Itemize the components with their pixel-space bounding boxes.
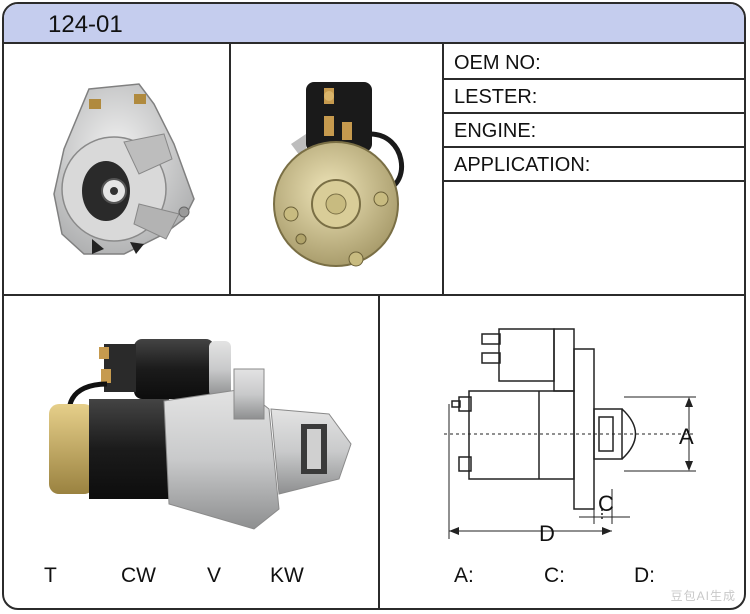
rotation-t-label: T (44, 564, 57, 587)
rotation-cw-label: CW (121, 564, 156, 587)
oem-no-label: OEM NO: (454, 52, 541, 74)
engine-label: ENGINE: (454, 120, 537, 142)
divider-top-left (229, 44, 231, 296)
divider-middle (4, 294, 744, 296)
dim-a-label: A: (454, 564, 474, 587)
dim-c-label: C: (544, 564, 565, 587)
spec-row-engine: ENGINE: (444, 114, 744, 148)
dim-a-marker: A (679, 424, 694, 449)
rotation-kw-label: KW (270, 564, 304, 587)
starter-front-view-image (53, 83, 195, 255)
dim-c-marker: C (598, 491, 614, 516)
part-number: 124-01 (48, 11, 123, 38)
application-label: APPLICATION: (454, 154, 591, 176)
starter-rear-view-image (273, 82, 404, 267)
lester-label: LESTER: (454, 86, 538, 108)
watermark: 豆包AI生成 (670, 589, 736, 603)
title-bar: 124-01 (4, 4, 744, 44)
rotation-v-label: V (207, 564, 222, 587)
spec-row-lester: LESTER: (444, 80, 744, 114)
dim-d-marker: D (539, 521, 555, 546)
starter-side-view-image (49, 339, 352, 530)
dim-d-label: D: (634, 564, 655, 587)
divider-bottom (378, 294, 380, 608)
divider-top-right (442, 44, 444, 296)
spec-row-oem: OEM NO: (444, 46, 744, 80)
dimension-drawing: A C D (444, 328, 696, 546)
spec-row-application: APPLICATION: (444, 148, 744, 182)
